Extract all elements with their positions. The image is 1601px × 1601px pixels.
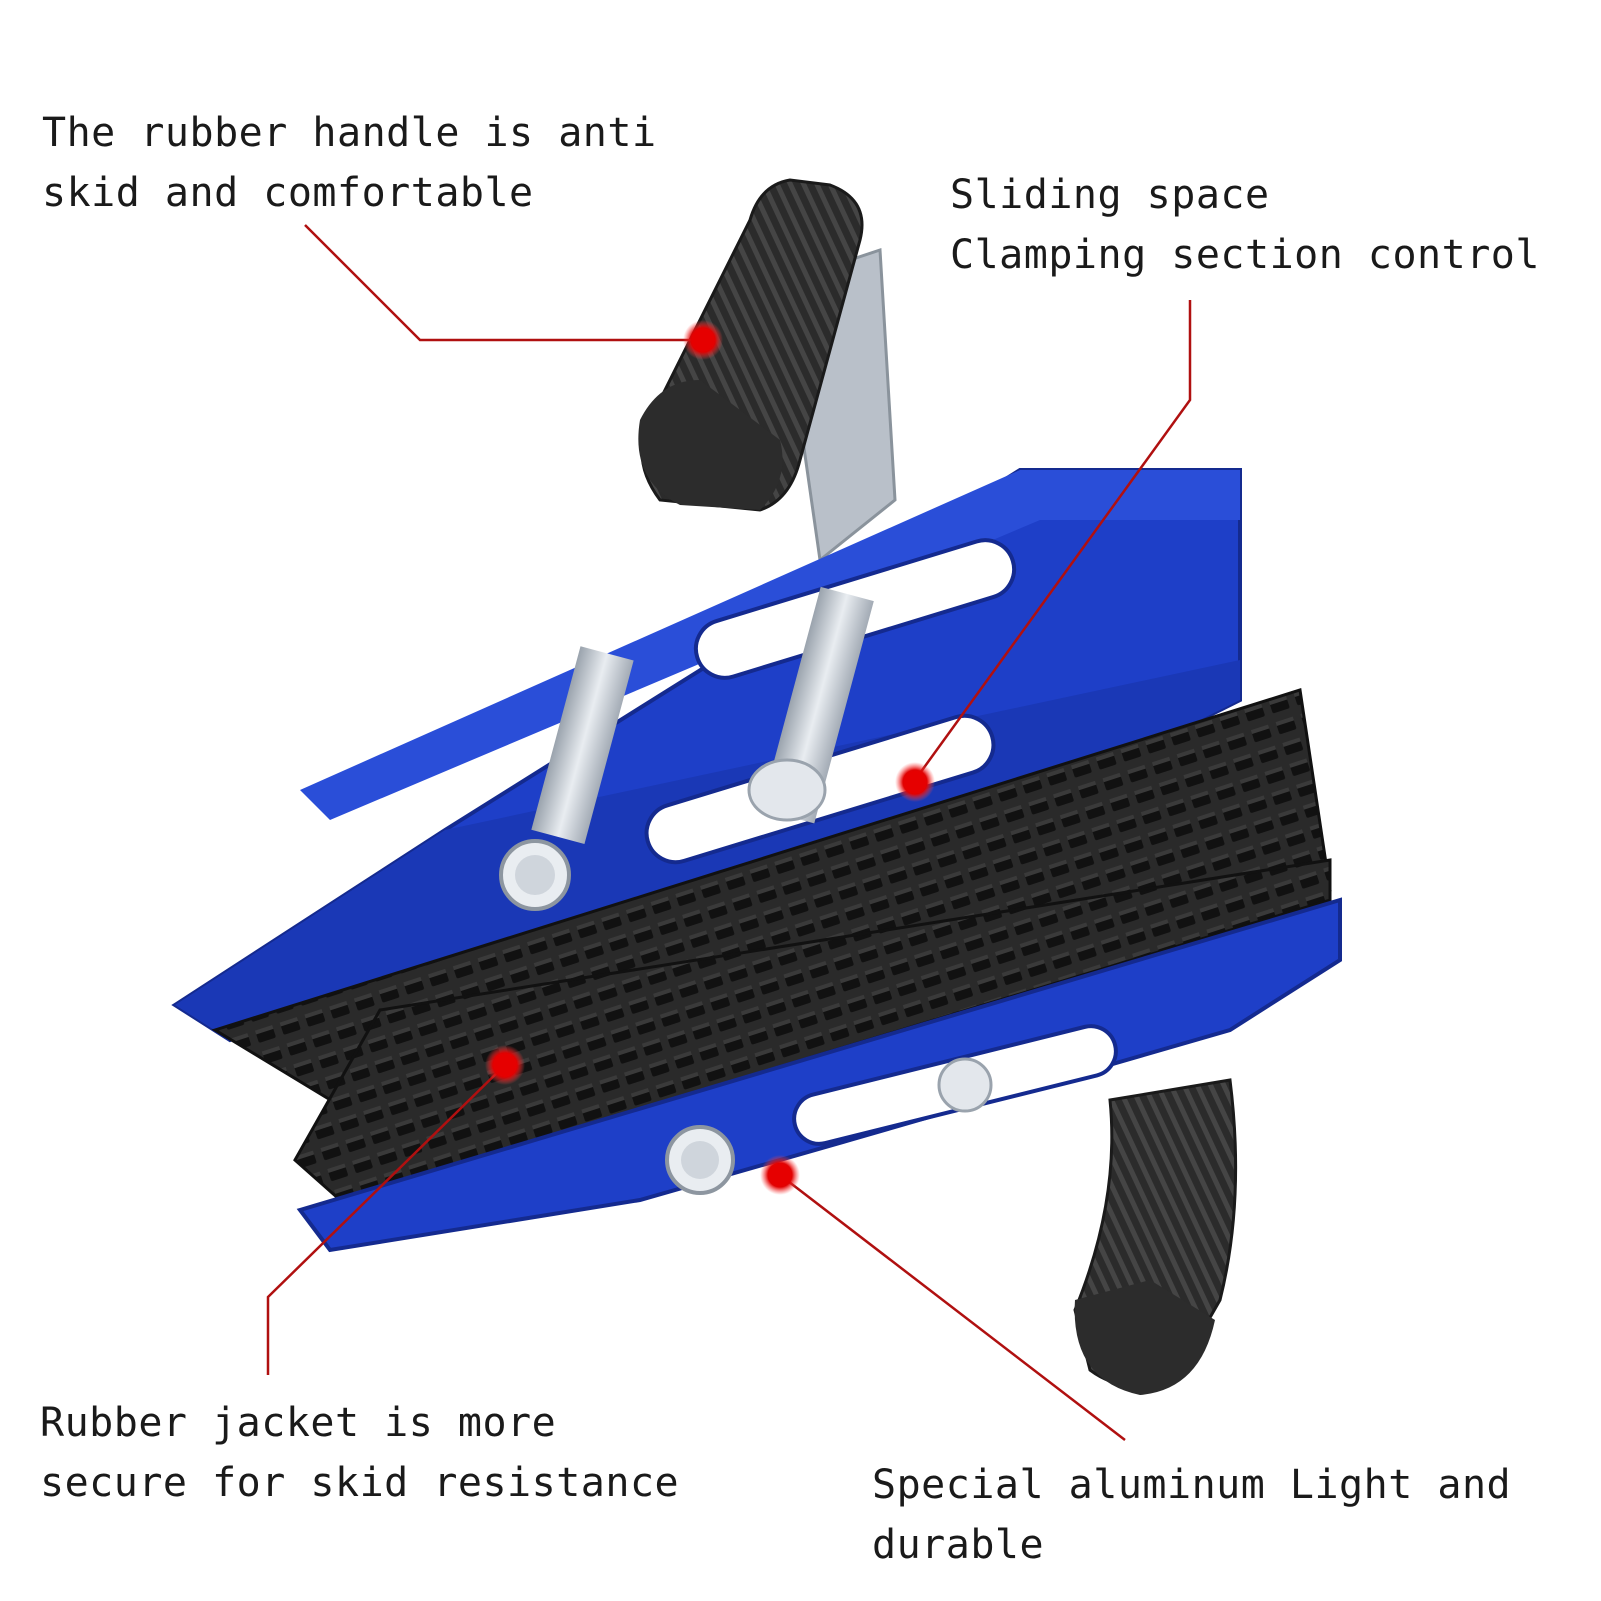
callout-line: Sliding space — [950, 172, 1270, 218]
callout-aluminum: Special aluminum Light and durable — [872, 1455, 1511, 1575]
leader-sliding — [913, 300, 1192, 781]
callout-sliding-space: Sliding space Clamping section control — [950, 165, 1540, 285]
upper-handle — [638, 178, 897, 563]
rubber-pads — [211, 688, 1332, 1202]
leader-lines — [266, 224, 1192, 1441]
callout-line: skid and comfortable — [42, 170, 534, 216]
upper-bracket — [171, 468, 1242, 1043]
callout-rubber-handle: The rubber handle is anti skid and comfo… — [42, 103, 657, 223]
leader-handle — [304, 224, 703, 342]
callout-line: Clamping section control — [950, 232, 1540, 278]
callout-rubber-jacket: Rubber jacket is more secure for skid re… — [40, 1393, 679, 1513]
leader-aluminum — [779, 1174, 1126, 1441]
lower-handle — [1073, 1078, 1238, 1395]
callout-line: durable — [872, 1522, 1045, 1568]
callout-line: Special aluminum Light and — [872, 1462, 1512, 1508]
callout-line: Rubber jacket is more — [40, 1400, 557, 1446]
marker-dots — [485, 320, 935, 1195]
callout-line: The rubber handle is anti — [42, 110, 657, 156]
lower-bracket — [296, 897, 1342, 1253]
leader-rubber — [266, 1064, 506, 1375]
callout-line: secure for skid resistance — [40, 1460, 680, 1506]
